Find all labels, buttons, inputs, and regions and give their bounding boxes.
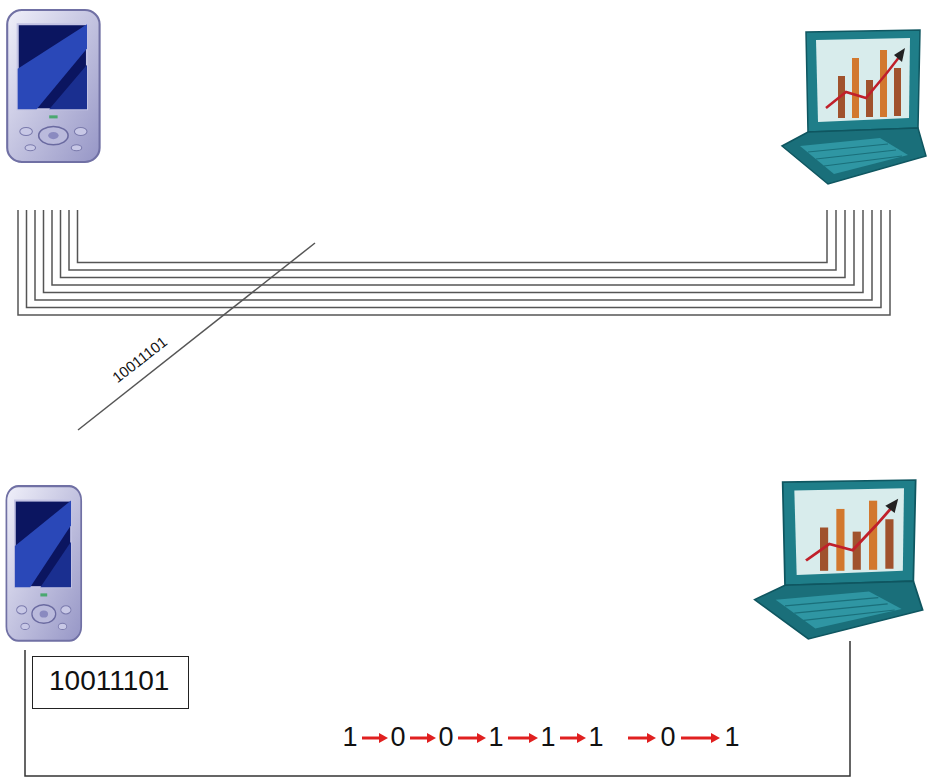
bit-digit: 1 <box>588 723 603 753</box>
laptop-icon <box>755 480 923 639</box>
serial-wire <box>25 641 850 776</box>
bit-digit: 0 <box>438 723 453 753</box>
box-text: 10011101 <box>49 665 172 697</box>
bit-digit: 1 <box>488 723 503 753</box>
pda-icon <box>6 486 81 641</box>
parallel-wires <box>18 210 890 315</box>
bit-digit: 0 <box>390 723 405 753</box>
bit-pattern: 10011101 <box>110 334 171 387</box>
bit-digit: 1 <box>342 723 357 753</box>
binary-box: 10011101 <box>32 656 189 709</box>
bit-digit: 0 <box>660 723 675 753</box>
pda-icon <box>7 10 99 162</box>
bit-digit: 1 <box>724 723 739 753</box>
slash-line <box>78 243 315 430</box>
bit-digit: 1 <box>540 723 555 753</box>
laptop-icon <box>782 30 926 184</box>
